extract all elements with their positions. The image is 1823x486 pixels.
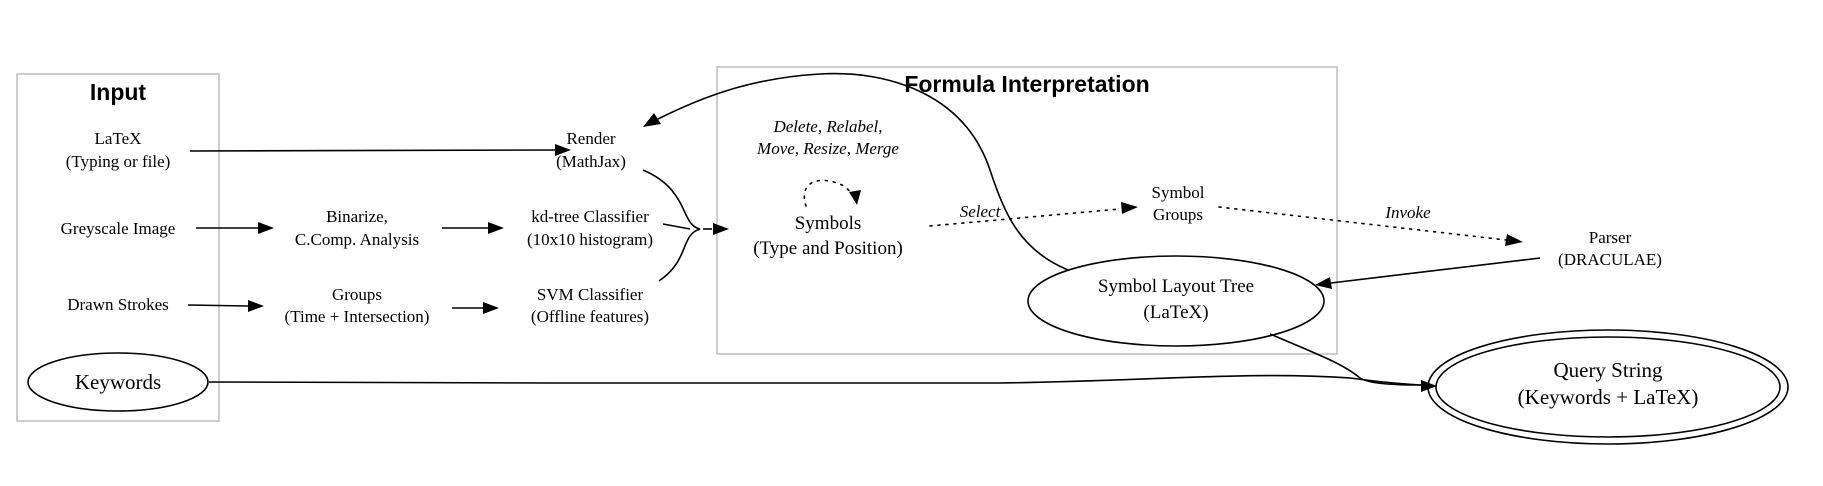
- query-node-line1: Query String: [1553, 358, 1663, 382]
- groups-node-line2: (Time + Intersection): [285, 307, 430, 326]
- render-node-line2: (MathJax): [556, 152, 626, 171]
- parser-node-line1: Parser: [1589, 228, 1632, 247]
- edge-greyscale-binarize-arrowhead: [258, 222, 274, 234]
- edge-binarize-kdtree-arrowhead: [488, 222, 504, 234]
- kdtree-node-line2: (10x10 histogram): [527, 230, 653, 249]
- layout-tree-ellipse: [1027, 255, 1325, 347]
- layout-tree-line2: (LaTeX): [1143, 302, 1208, 323]
- strokes-node-label: Drawn Strokes: [67, 295, 169, 314]
- query-node-line2: (Keywords + LaTeX): [1518, 385, 1699, 409]
- edge-to-symbols-arrowhead: [713, 223, 729, 235]
- symbols-node-line1: Symbols: [795, 213, 862, 234]
- formula-cluster-box: [716, 66, 1338, 355]
- formula-cluster-title: Formula Interpretation: [904, 71, 1149, 97]
- kdtree-node-line1: kd-tree Classifier: [531, 207, 649, 226]
- latex-node-line2: (Typing or file): [66, 152, 171, 171]
- input-cluster-box: [16, 73, 220, 422]
- keywords-ellipse: [27, 352, 209, 412]
- edge-latex-render: [189, 149, 556, 152]
- invoke-edge-label: Invoke: [1384, 203, 1431, 222]
- keywords-node-label: Keywords: [75, 370, 161, 394]
- groups-node-line1: Groups: [332, 285, 382, 304]
- edge-symbols-self-loop-arrowhead: [849, 190, 861, 205]
- edge-svm-symbols: [658, 228, 701, 282]
- edge-symbols-symbol-groups-arrowhead: [1121, 202, 1138, 214]
- latex-node-line1: LaTeX: [95, 129, 142, 148]
- edge-strokes-groups-arrowhead: [248, 300, 264, 312]
- edge-render-symbols: [642, 169, 701, 230]
- edge-groups-svm-arrowhead: [483, 302, 499, 314]
- edge-symbols-symbol-groups: [929, 208, 1121, 227]
- svm-node-line1: SVM Classifier: [537, 285, 644, 304]
- edge-symbol-groups-parser: [1218, 206, 1507, 241]
- symbol-groups-line2: Groups: [1153, 205, 1203, 224]
- edit-ops-line2: Move, Resize, Merge: [756, 139, 899, 158]
- edge-parser-layout-tree: [1330, 257, 1541, 284]
- layout-tree-line1: Symbol Layout Tree: [1098, 276, 1254, 297]
- parser-node-line2: (DRACULAE): [1558, 250, 1662, 269]
- select-edge-label: Select: [960, 202, 1002, 221]
- svm-node-line2: (Offline features): [531, 307, 649, 326]
- edge-kdtree-symbols: [662, 223, 691, 230]
- edge-keywords-query: [208, 374, 1422, 386]
- input-cluster-title: Input: [90, 79, 147, 105]
- edge-symbols-self-loop: [803, 179, 855, 207]
- symbols-node-line2: (Type and Position): [753, 238, 903, 259]
- edge-parser-layout-tree-arrowhead: [1315, 277, 1332, 289]
- edge-layout-tree-query: [1269, 333, 1422, 386]
- render-node-line1: Render: [566, 129, 615, 148]
- edge-layout-tree-render: [657, 72, 1069, 271]
- edge-to-query-arrowhead: [1421, 380, 1437, 392]
- edge-latex-render-arrowhead: [555, 144, 571, 156]
- edge-layout-tree-render-arrowhead: [643, 113, 661, 127]
- edge-symbol-groups-parser-arrowhead: [1505, 234, 1523, 246]
- edit-ops-line1: Delete, Relabel,: [772, 117, 882, 136]
- symbol-groups-line1: Symbol: [1152, 183, 1205, 202]
- query-ellipse-inner: [1435, 336, 1781, 438]
- binarize-node-line2: C.Comp. Analysis: [295, 230, 419, 249]
- greyscale-node-label: Greyscale Image: [61, 219, 176, 238]
- binarize-node-line1: Binarize,: [326, 207, 388, 226]
- edge-strokes-groups: [187, 304, 249, 307]
